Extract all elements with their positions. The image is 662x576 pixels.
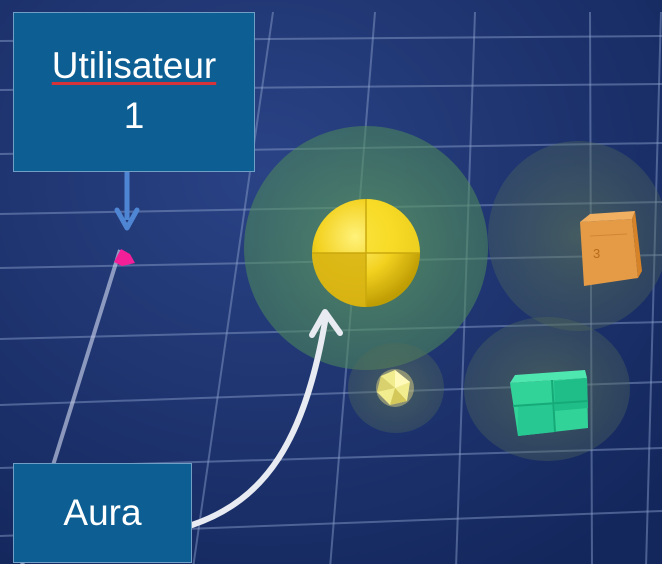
user-label-title: Utilisateur [51,45,217,86]
svg-text:3: 3 [593,246,600,261]
user-pointer-arrow [114,172,140,231]
aura-right-large [488,141,662,331]
user-label-number: 1 [123,95,145,136]
aura-pointer-arrow [189,309,343,528]
green-cube [510,370,589,436]
orange-cube: 3 [580,211,642,286]
small-yellow-gem [376,369,414,407]
user-label-box: Utilisateur 1 [13,12,255,172]
aura-label-box: Aura [13,463,192,563]
user-marker [114,249,135,266]
bottom-margin [0,564,662,576]
aura-label: Aura [63,492,142,533]
yellow-sphere [312,199,420,307]
